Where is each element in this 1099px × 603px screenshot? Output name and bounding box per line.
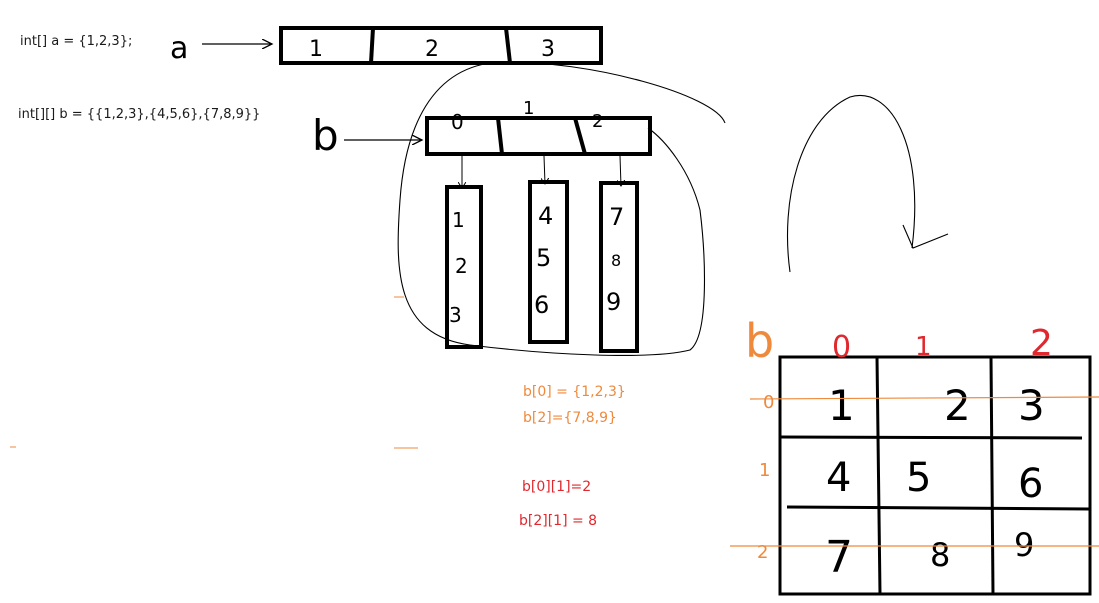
grid-border	[778, 355, 1092, 596]
array-b-index-1: 1	[523, 98, 534, 119]
inner-b2-val-2: 9	[606, 288, 621, 316]
grid-cell-0-1: 2	[944, 381, 971, 430]
inner-b1-val-0: 4	[538, 202, 553, 230]
note-b2-row: b[2]={7,8,9}	[523, 410, 617, 426]
grid-cell-2-0: 7	[825, 532, 853, 583]
array-a-cell-1: 1	[309, 37, 323, 62]
note-b2-1-element: b[2][1] = 8	[519, 513, 598, 529]
inner-b2-val-1: 8	[611, 251, 621, 270]
array-a-divider-1	[369, 27, 375, 64]
array-b-index-0: 0	[451, 110, 464, 134]
grid-cell-1-0: 4	[826, 455, 851, 501]
inner-b1-val-2: 6	[534, 291, 549, 319]
grid-col-header-2: 2	[1030, 323, 1053, 364]
array-b-divider-1	[496, 117, 504, 155]
pointer-b1	[544, 155, 545, 184]
grid-hline-1	[779, 435, 1083, 440]
grid-cell-2-1: 8	[930, 536, 950, 574]
array-b-index-2: 2	[592, 111, 603, 132]
curved-arrow-head	[902, 224, 949, 249]
grid-cell-1-1: 5	[906, 455, 931, 501]
code-line-array-a: int[] a = {1,2,3};	[20, 34, 133, 49]
grid-row-header-2: 2	[757, 542, 768, 563]
grid-cell-1-2: 6	[1018, 461, 1043, 507]
array-b-outer-box	[425, 116, 652, 156]
inner-b0-val-0: 1	[452, 208, 465, 232]
array-a-cell-3: 3	[541, 37, 555, 62]
inner-b1-val-1: 5	[536, 244, 551, 272]
enclosing-loop	[397, 61, 726, 356]
var-label-b: b	[312, 111, 339, 160]
grid-vline-2	[989, 356, 995, 595]
inner-b2-val-0: 7	[609, 203, 624, 231]
curved-arrow-to-grid	[787, 95, 916, 273]
grid-row-header-0: 0	[763, 392, 774, 413]
row-strike-0	[749, 396, 1099, 400]
grid-row-header-1: 1	[759, 460, 770, 481]
grid-col-header-1: 1	[915, 332, 932, 362]
grid-vline-1	[875, 356, 882, 595]
grid-col-header-0: 0	[832, 330, 851, 365]
code-line-array-b: int[][] b = {{1,2,3},{4,5,6},{7,8,9}}	[18, 107, 261, 122]
inner-b0-val-1: 2	[455, 254, 468, 278]
inner-b0-val-2: 3	[449, 303, 462, 327]
grid-label-b: b	[745, 314, 774, 368]
inner-array-b2	[599, 181, 639, 353]
inner-array-b0	[445, 185, 483, 349]
array-b-divider-2	[573, 117, 587, 155]
array-a-divider-2	[504, 27, 512, 64]
note-b0-row: b[0] = {1,2,3}	[523, 384, 626, 400]
grid-cell-0-0: 1	[828, 381, 855, 430]
note-b0-1-element: b[0][1]=2	[522, 479, 592, 495]
var-label-a: a	[170, 31, 188, 66]
array-a-cell-2: 2	[425, 37, 439, 62]
array-a-box	[279, 26, 603, 65]
inner-array-b1	[528, 180, 569, 344]
grid-cell-2-2: 9	[1014, 526, 1034, 564]
grid-cell-0-2: 3	[1018, 381, 1045, 430]
grid-hline-2	[786, 505, 1091, 511]
